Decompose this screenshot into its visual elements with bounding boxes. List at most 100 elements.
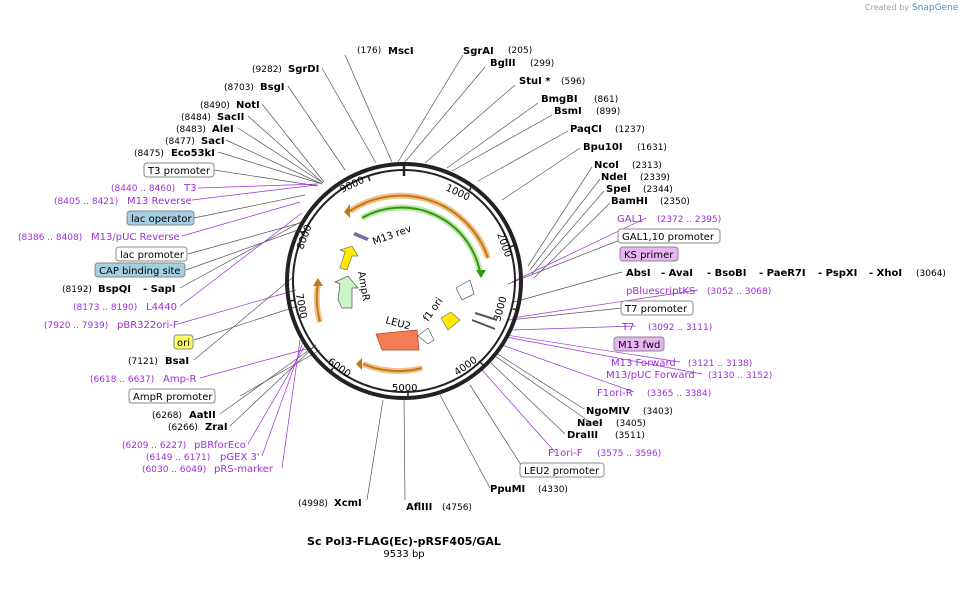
spei-label[interactable]: SpeI [606, 184, 631, 195]
lac-promoter-box[interactable] [115, 246, 188, 262]
draiii-pos: (3511) [615, 431, 645, 441]
credit-prefix: Created by [865, 3, 909, 12]
msci-pos: (176) [357, 46, 381, 56]
gal-promoter-arrow[interactable] [455, 279, 475, 301]
t7-promoter-box[interactable] [620, 300, 694, 316]
ppumi-label[interactable]: PpuMI [490, 484, 525, 495]
absi-label[interactable]: AbsI [626, 268, 651, 279]
yellow-arrow-f1[interactable] [440, 311, 461, 331]
m13-fwd-label: M13 fwd [618, 340, 660, 351]
bglii-label[interactable]: BglII [490, 58, 516, 69]
ori-box[interactable] [173, 334, 194, 350]
cap-binding-site-box[interactable] [94, 262, 186, 278]
f1ori-f-label[interactable]: F1ori-F [548, 448, 583, 459]
feature-arc-orange-bottom-core [362, 363, 423, 373]
leu2-arrow[interactable] [375, 329, 420, 351]
lac-operator-label: lac operator [131, 214, 192, 225]
m13-forward-label[interactable]: M13 Forward [611, 358, 676, 369]
msci-label[interactable]: MscI [388, 46, 414, 57]
saci-label[interactable]: SacI [201, 136, 225, 147]
sacii-label[interactable]: SacII [217, 112, 244, 123]
sgrai-label[interactable]: SgrAI [463, 46, 494, 57]
ampr-promoter-box[interactable] [128, 388, 216, 404]
pbrforeco-label[interactable]: pBRforEco [194, 440, 246, 451]
primer-leader-lines [177, 183, 703, 469]
gal1-pos: (2372 .. 2395) [657, 215, 721, 225]
eco53ki-label[interactable]: Eco53kI [171, 148, 215, 159]
m13-puc-forward-label[interactable]: M13/pUC Forward [606, 370, 695, 381]
ampr-label: AmpR [355, 271, 371, 302]
pbluescriptks-label[interactable]: pBluescriptKS [626, 286, 695, 297]
avai-label[interactable]: - AvaI [661, 268, 693, 279]
lac-promoter-label: lac promoter [120, 250, 185, 261]
m13-puc-reverse-label[interactable]: M13/pUC Reverse [91, 232, 180, 243]
bsmi-label[interactable]: BsmI [554, 106, 582, 117]
noti-label[interactable]: NotI [236, 100, 260, 111]
aatii-label[interactable]: AatII [189, 410, 216, 421]
gal110-promoter-label: GAL1,10 promoter [622, 232, 715, 243]
sgrdi-label[interactable]: SgrDI [288, 64, 319, 75]
alei-label[interactable]: AleI [212, 124, 234, 135]
pbrforeco-pos: (6209 .. 6227) [122, 441, 186, 451]
naei-label[interactable]: NaeI [577, 418, 603, 429]
xcmi-label[interactable]: XcmI [334, 498, 362, 509]
t3-promoter-label: T3 promoter [147, 166, 211, 177]
ncoi-label[interactable]: NcoI [594, 160, 619, 171]
stui-label[interactable]: StuI * [519, 76, 551, 87]
feature-arc-orange-top-core [349, 194, 489, 259]
prs-marker-label[interactable]: pRS-marker [214, 464, 274, 475]
eco53ki-pos: (8475) [134, 149, 164, 159]
yellow-arrow-lac[interactable] [338, 245, 359, 271]
ks-primer-box[interactable] [619, 246, 679, 262]
pgex3-label[interactable]: pGEX 3' [220, 452, 260, 463]
pspxi-label[interactable]: - PspXI [818, 268, 857, 279]
ampr-arrow[interactable] [334, 275, 359, 309]
pbr322ori-pos: (7920 .. 7939) [44, 321, 108, 331]
cap-binding-site-label: CAP binding site [99, 266, 181, 277]
m13-fwd-box[interactable] [613, 336, 665, 352]
zrai-label[interactable]: ZraI [205, 422, 228, 433]
credit-brand[interactable]: SnapGene [912, 3, 959, 13]
ndei-label[interactable]: NdeI [601, 172, 627, 183]
bspqi-label[interactable]: BspQI [98, 284, 131, 295]
sapi-label[interactable]: - SapI [143, 284, 175, 295]
xhoi-label[interactable]: - XhoI [869, 268, 902, 279]
bamhi-label[interactable]: BamHI [611, 196, 648, 207]
t3-promoter-box[interactable] [143, 162, 215, 178]
ks-primer-label: KS primer [624, 250, 674, 261]
paqci-label[interactable]: PaqCI [570, 124, 602, 135]
bpu10i-pos: (1631) [637, 143, 667, 153]
bmgbi-label[interactable]: BmgBI [541, 94, 578, 105]
paqci-pos: (1237) [615, 125, 645, 135]
bsai-label[interactable]: BsaI [165, 356, 189, 367]
ampr-promoter-label: AmpR promoter [133, 392, 213, 403]
l4440-label[interactable]: L4440 [146, 302, 177, 313]
tick-marks [289, 175, 519, 397]
m13-reverse-pos: (8405 .. 8421) [54, 197, 118, 207]
t7-label[interactable]: T7 [621, 322, 634, 333]
plasmid-name: Sc Pol3-FLAG(Ec)-pRSF405/GAL [307, 535, 501, 548]
bpu10i-label[interactable]: Bpu10I [583, 142, 623, 153]
backbone-inner [292, 169, 516, 393]
feature-arc-green-core [361, 206, 481, 273]
pbr322ori-label[interactable]: pBR322ori-F [117, 320, 179, 331]
tick-label-1000: 1000 [444, 183, 472, 204]
draiii-label[interactable]: DraIII [567, 430, 598, 441]
paer7i-label[interactable]: - PaeR7I [759, 268, 806, 279]
amp-r-label[interactable]: Amp-R [163, 374, 197, 385]
leu2-promoter-box[interactable] [519, 462, 605, 478]
m13-reverse-label[interactable]: M13 Reverse [127, 196, 192, 207]
afliii-label[interactable]: AflIII [406, 502, 432, 513]
lac-operator-box[interactable] [126, 210, 195, 226]
bsgi-label[interactable]: BsgI [260, 82, 284, 93]
ngomiv-label[interactable]: NgoMIV [586, 406, 630, 417]
gal110-promoter-box[interactable] [617, 228, 721, 244]
gal1-label[interactable]: GAL1 [617, 214, 644, 225]
f1ori-r-label[interactable]: F1ori-R [597, 388, 633, 399]
promoter-arrow-white[interactable] [417, 327, 435, 345]
tick-label-5000: 5000 [392, 383, 417, 394]
bsobi-label[interactable]: - BsoBI [707, 268, 746, 279]
t7-pos: (3092 .. 3111) [648, 323, 712, 333]
t3-label[interactable]: T3 [183, 183, 196, 194]
